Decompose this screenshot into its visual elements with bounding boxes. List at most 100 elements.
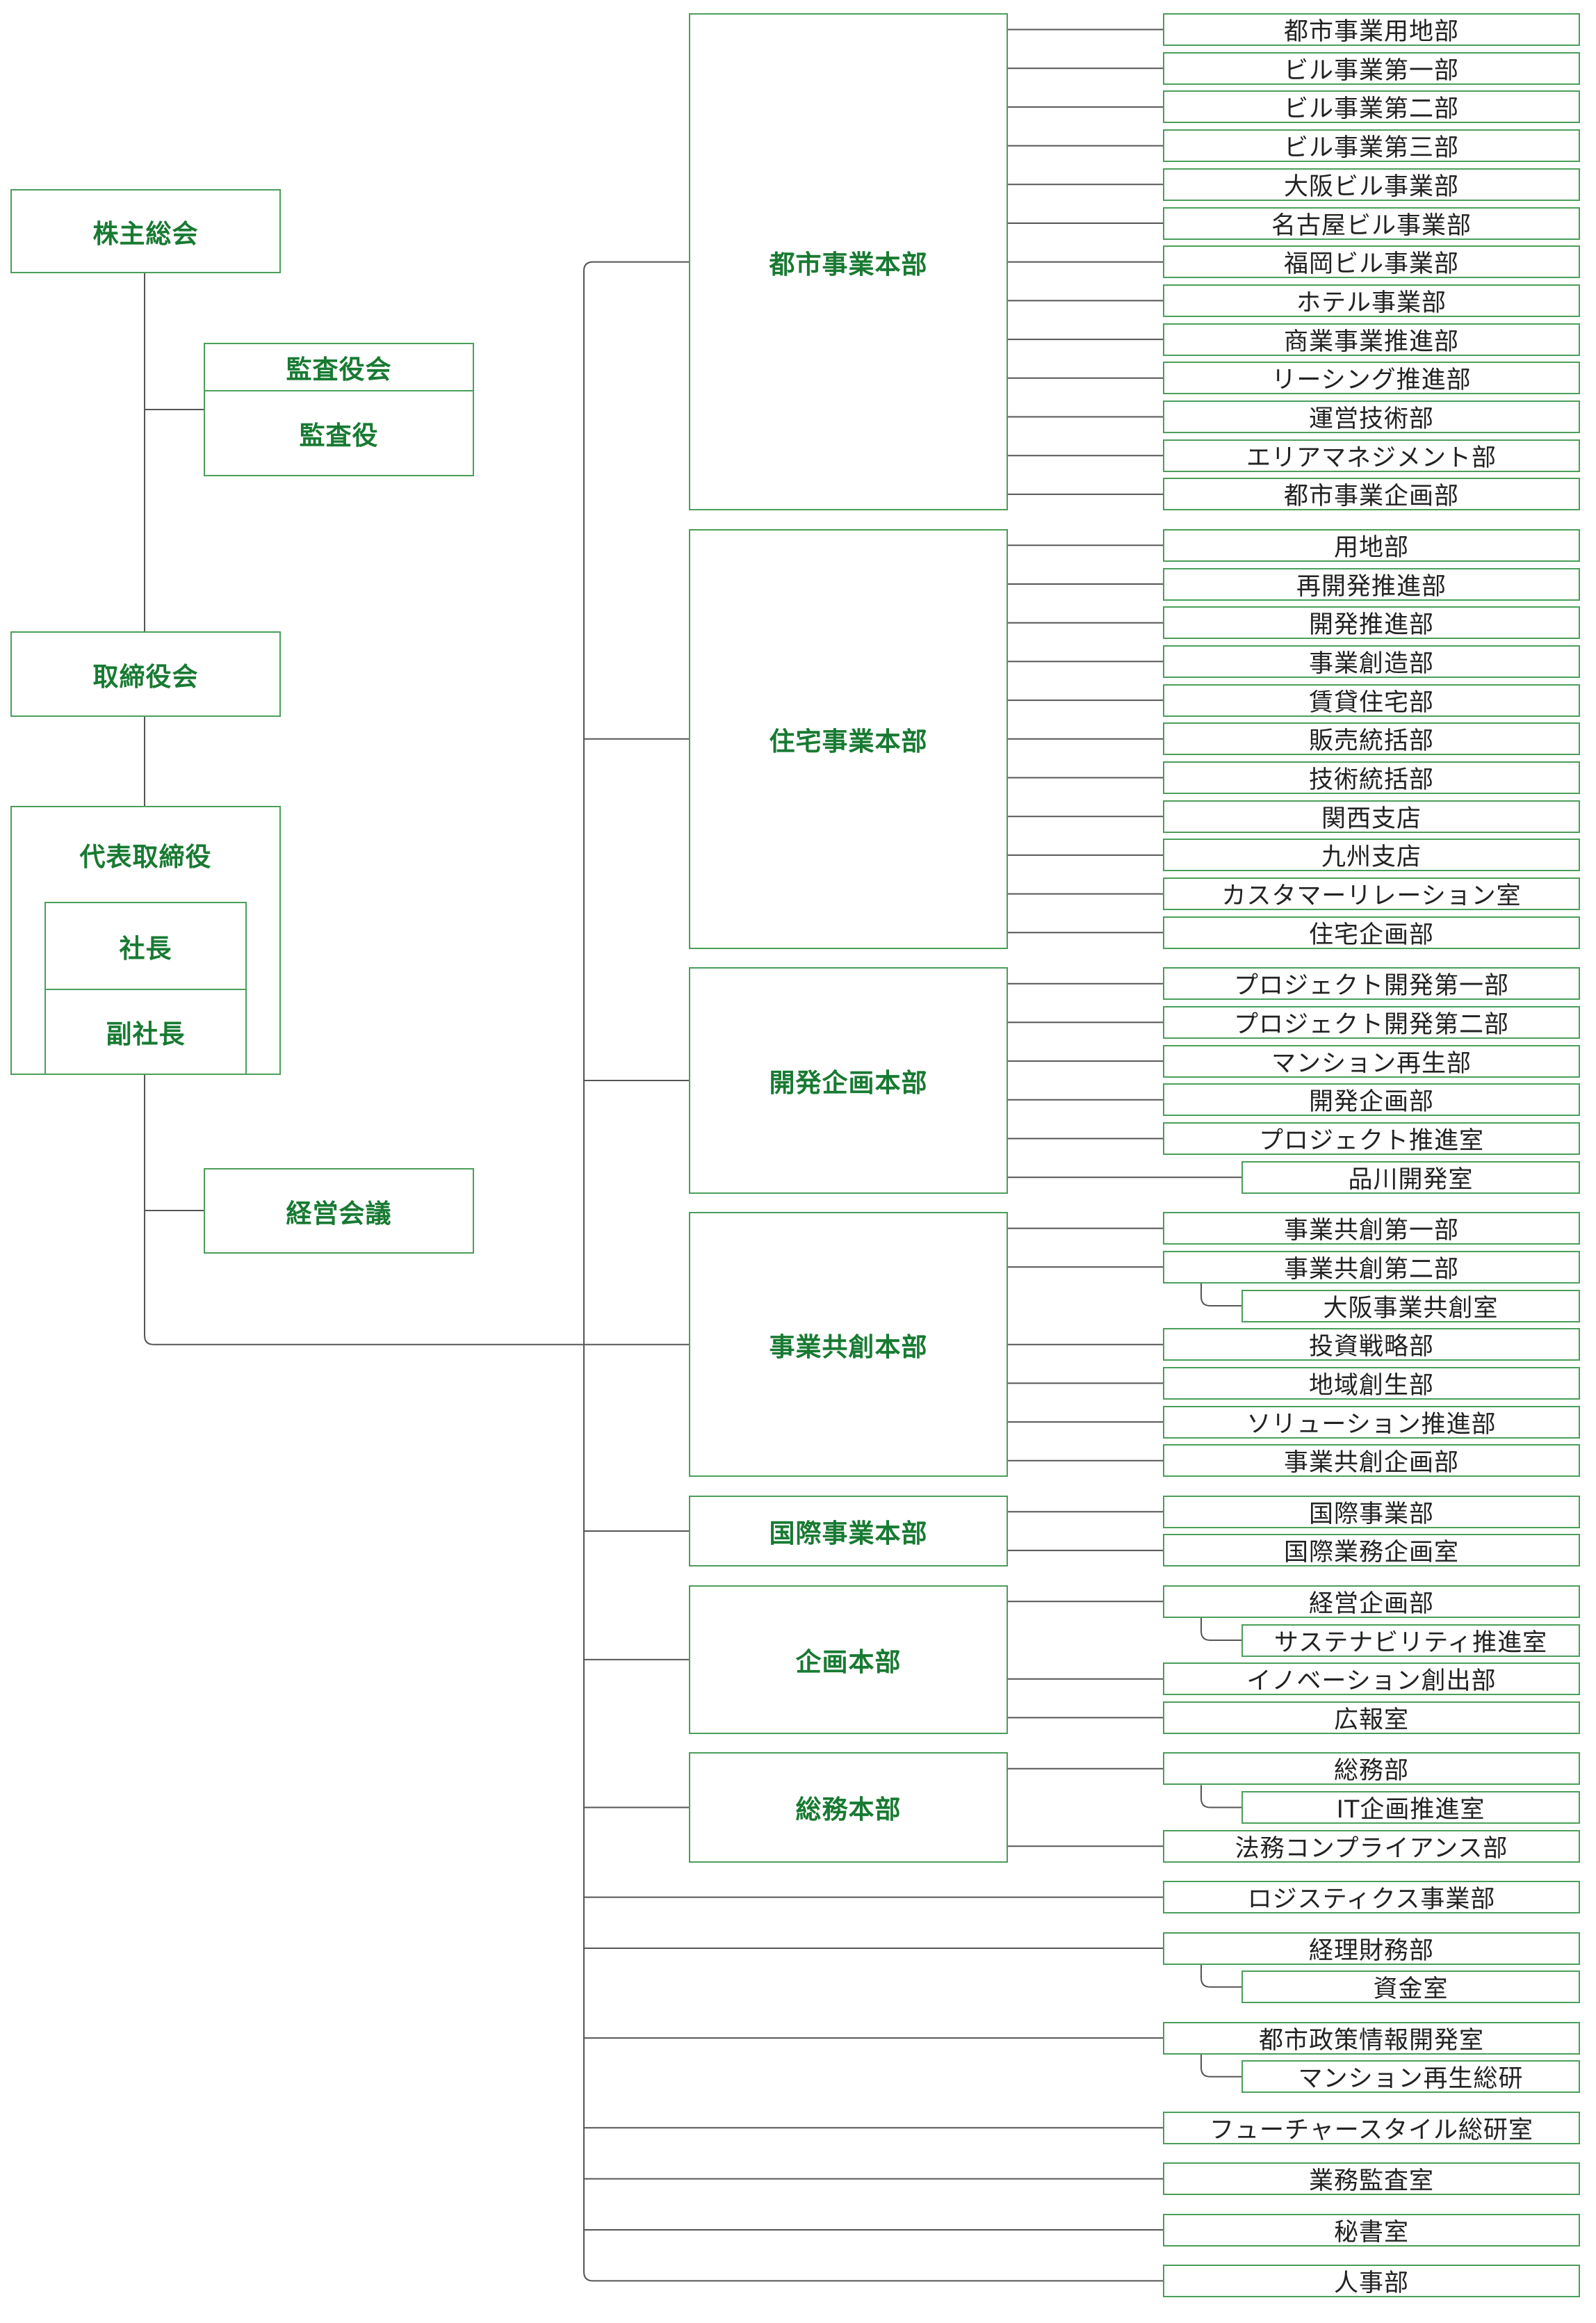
representative-directors-label: 代表取締役: [79, 842, 212, 872]
executive-officers-box: 社長 副社長: [44, 902, 247, 1075]
department-label: 住宅企画部: [1308, 921, 1434, 949]
sub-department-bracket: [1200, 1283, 1241, 1306]
department-box: 地域創生部: [1163, 1366, 1580, 1400]
sub-department-box: IT企画推進室: [1241, 1791, 1580, 1824]
department-box: 経理財務部: [1163, 1932, 1580, 1965]
sub-department-bracket: [1200, 1617, 1241, 1641]
department-label: 人事部: [1333, 2269, 1409, 2297]
department-box: 名古屋ビル事業部: [1163, 207, 1580, 240]
board-of-directors-box: 取締役会: [10, 631, 281, 717]
department-box: 総務部: [1163, 1752, 1580, 1786]
department-label: 関西支店: [1321, 804, 1422, 833]
division-label: 企画本部: [795, 1646, 902, 1677]
department-box: プロジェクト開発第二部: [1163, 1005, 1580, 1039]
division-box: 事業共創本部: [689, 1212, 1008, 1478]
department-label: エリアマネジメント部: [1246, 444, 1497, 472]
sub-department-bracket: [1200, 1785, 1241, 1808]
department-label: 大阪ビル事業部: [1283, 172, 1459, 201]
department-box: マンション再生部: [1163, 1044, 1580, 1078]
shareholders-meeting-label: 株主総会: [92, 218, 199, 249]
department-label: ビル事業第一部: [1283, 56, 1459, 85]
department-label: 都市事業企画部: [1283, 483, 1459, 511]
division-label: 事業共創本部: [769, 1332, 928, 1362]
sub-department-box: マンション再生総研: [1241, 2060, 1580, 2094]
department-box: 用地部: [1163, 528, 1580, 562]
representative-directors-box: 代表取締役 社長 副社長: [10, 806, 281, 1075]
division-label: 国際事業本部: [769, 1519, 928, 1549]
department-box: ロジスティクス事業部: [1163, 1881, 1580, 1914]
department-label: 経営企画部: [1308, 1589, 1434, 1618]
trunk-line: [583, 261, 594, 2282]
department-label: 事業共創企画部: [1283, 1449, 1459, 1478]
department-box: 大阪ビル事業部: [1163, 168, 1580, 201]
department-label: マンション再生部: [1271, 1049, 1472, 1078]
shareholders-meeting-box: 株主総会: [10, 189, 281, 273]
division-box: 都市事業本部: [689, 13, 1008, 511]
department-label: イノベーション創出部: [1246, 1667, 1497, 1696]
department-box: 都市事業用地部: [1163, 13, 1580, 46]
department-box: イノベーション創出部: [1163, 1662, 1580, 1696]
sub-department-bracket: [1200, 2054, 1241, 2078]
department-label: 広報室: [1333, 1706, 1409, 1734]
department-label: 業務監査室: [1308, 2167, 1434, 2196]
department-label: 総務部: [1333, 1757, 1409, 1786]
department-label: ビル事業第二部: [1283, 95, 1459, 124]
department-label: 国際業務企画室: [1283, 1539, 1459, 1567]
department-box: 都市政策情報開発室: [1163, 2021, 1580, 2055]
division-label: 都市事業本部: [769, 249, 928, 280]
department-label: リーシング推進部: [1271, 366, 1472, 395]
department-box: プロジェクト推進室: [1163, 1122, 1580, 1155]
department-box: 技術統括部: [1163, 761, 1580, 794]
department-box: 福岡ビル事業部: [1163, 245, 1580, 279]
department-label: 事業創造部: [1308, 649, 1434, 678]
department-box: 品川開発室: [1241, 1160, 1580, 1194]
department-box: 運営技術部: [1163, 400, 1580, 433]
department-label: ホテル事業部: [1296, 289, 1447, 317]
department-box: 国際業務企画室: [1163, 1534, 1580, 1567]
department-label: ロジスティクス事業部: [1247, 1886, 1496, 1914]
representative-directors-cell: 代表取締役: [12, 807, 279, 902]
division-box: 住宅事業本部: [689, 528, 1008, 949]
vice-president-label: 副社長: [106, 1019, 186, 1049]
division-box: 企画本部: [689, 1585, 1008, 1734]
department-box: ビル事業第三部: [1163, 129, 1580, 163]
department-label: ソリューション推進部: [1246, 1410, 1497, 1439]
department-box: 事業共創第二部: [1163, 1250, 1580, 1284]
sub-department-box: サステナビリティ推進室: [1241, 1624, 1580, 1657]
department-box: 賃貸住宅部: [1163, 683, 1580, 717]
department-label: 開発企画部: [1308, 1088, 1434, 1117]
department-box: 関西支店: [1163, 800, 1580, 833]
department-box: 経営企画部: [1163, 1585, 1580, 1618]
department-label: 法務コンプライアンス部: [1235, 1834, 1508, 1863]
department-label: 秘書室: [1333, 2218, 1409, 2247]
department-box: 事業創造部: [1163, 645, 1580, 678]
department-label: 商業事業推進部: [1283, 327, 1459, 356]
department-label: 投資戦略部: [1308, 1333, 1434, 1361]
department-box: エリアマネジメント部: [1163, 439, 1580, 472]
department-label: 名古屋ビル事業部: [1271, 211, 1472, 240]
sub-department-label: マンション再生総研: [1298, 2065, 1524, 2094]
division-box: 総務本部: [689, 1752, 1008, 1863]
department-label: 品川開発室: [1348, 1165, 1474, 1194]
department-box: 開発企画部: [1163, 1083, 1580, 1117]
department-box: 住宅企画部: [1163, 916, 1580, 949]
management-council-label: 経営会議: [286, 1198, 392, 1229]
president-cell: 社長: [46, 903, 245, 990]
department-label: 国際事業部: [1308, 1500, 1434, 1528]
department-box: 九州支店: [1163, 839, 1580, 872]
department-box: ソリューション推進部: [1163, 1405, 1580, 1439]
department-label: 都市政策情報開発室: [1258, 2026, 1484, 2055]
department-box: ビル事業第一部: [1163, 51, 1580, 85]
auditors-label: 監査役: [299, 421, 379, 451]
department-box: 事業共創企画部: [1163, 1444, 1580, 1478]
department-box: 開発推進部: [1163, 606, 1580, 640]
department-box: 業務監査室: [1163, 2162, 1580, 2196]
department-box: プロジェクト開発第一部: [1163, 967, 1580, 1001]
audit-box: 監査役会 監査役: [204, 343, 474, 476]
department-box: 商業事業推進部: [1163, 323, 1580, 356]
department-box: ホテル事業部: [1163, 284, 1580, 317]
department-box: 法務コンプライアンス部: [1163, 1829, 1580, 1863]
department-box: 販売統括部: [1163, 722, 1580, 756]
sub-department-box: 大阪事業共創室: [1241, 1289, 1580, 1322]
department-label: 事業共創第一部: [1283, 1217, 1459, 1245]
